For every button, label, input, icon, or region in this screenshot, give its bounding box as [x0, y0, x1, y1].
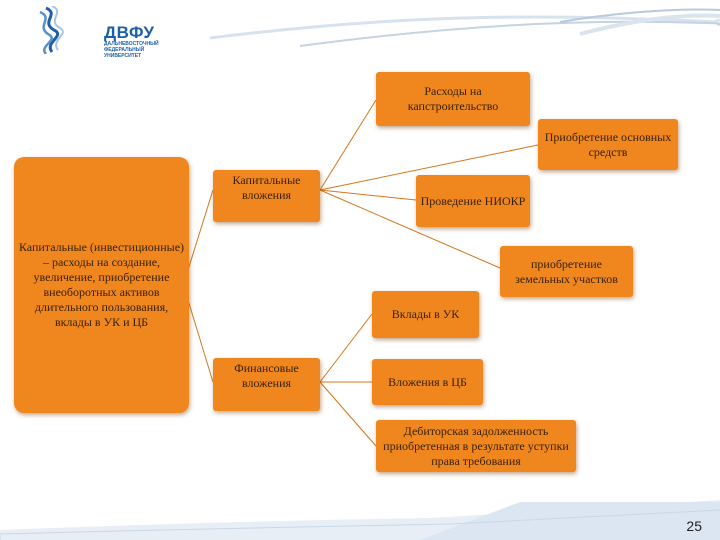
- financial-investments-label: Финансовые вложения: [234, 361, 299, 390]
- charter-capital-contributions-box: Вклады в УК: [372, 291, 479, 338]
- capital-investments-box: Капитальные вложения: [213, 170, 320, 222]
- connector-capital-capex: [319, 99, 377, 191]
- securities-investments-label: Вложения в ЦБ: [388, 374, 467, 389]
- connector-financial-charter: [319, 313, 373, 383]
- connector-capital-rnd: [319, 189, 417, 201]
- header-swoosh-decoration: [209, 8, 720, 47]
- capex-construction-box: Расходы на капстроительство: [376, 72, 530, 126]
- capex-construction-label: Расходы на капстроительство: [407, 84, 499, 113]
- charter-capital-contributions-label: Вклады в УК: [391, 307, 460, 321]
- definition-text: Капитальные (инвестиционные) – расходы н…: [18, 240, 185, 329]
- page-number: 25: [686, 518, 702, 534]
- connector-financial-receivables: [319, 381, 377, 447]
- university-logo: ДВФУ ДАЛЬНЕВОСТОЧНЫЙ ФЕДЕРАЛЬНЫЙ УНИВЕРС…: [36, 4, 159, 59]
- connector-capital-land: [319, 189, 501, 269]
- land-purchase-label: приобретение земельных участков: [515, 256, 618, 286]
- logo-subtitle-line-1: ДАЛЬНЕВОСТОЧНЫЙ: [104, 41, 159, 47]
- financial-investments-box: Финансовые вложения: [213, 358, 320, 411]
- logo-subtitle-line-3: УНИВЕРСИТЕТ: [104, 53, 142, 59]
- definition-box: Капитальные (инвестиционные) – расходы н…: [14, 157, 189, 413]
- land-purchase-box: приобретение земельных участков: [500, 246, 633, 297]
- securities-investments-box: Вложения в ЦБ: [372, 359, 483, 405]
- logo-subtitle-line-2: ФЕДЕРАЛЬНЫЙ: [104, 47, 145, 53]
- logo-name: ДВФУ: [104, 23, 155, 42]
- connector-capital-fixed-assets: [319, 144, 539, 191]
- connector-definition-financial: [187, 299, 214, 383]
- rnd-label: Проведение НИОКР: [420, 193, 526, 208]
- footer-band-decoration: [0, 500, 720, 540]
- connector-definition-capital: [187, 189, 214, 271]
- receivables-label: Дебиторская задолженность приобретенная …: [383, 423, 569, 468]
- capital-investments-label: Капитальные вложения: [232, 173, 301, 202]
- rnd-box: Проведение НИОКР: [416, 175, 530, 227]
- fixed-assets-purchase-label: Приобретение основных средств: [544, 129, 672, 159]
- fixed-assets-purchase-box: Приобретение основных средств: [538, 119, 678, 170]
- receivables-box: Дебиторская задолженность приобретенная …: [376, 420, 576, 472]
- logo-emblem-icon: [39, 6, 64, 54]
